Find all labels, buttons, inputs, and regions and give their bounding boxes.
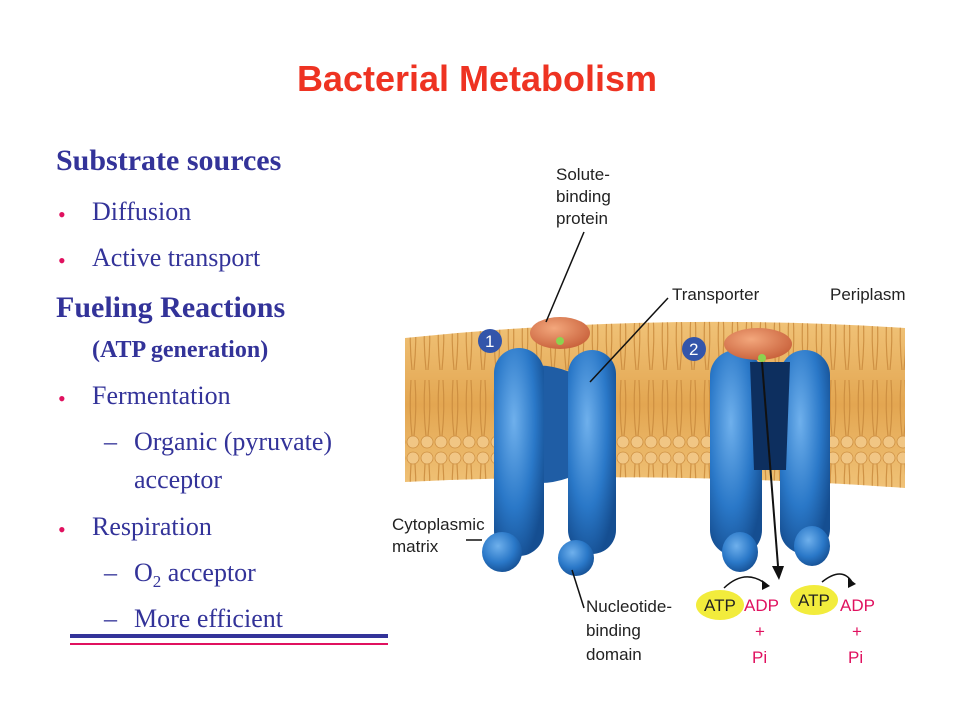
bullet-fermentation: Fermentation	[92, 381, 231, 410]
svg-text:1: 1	[485, 332, 494, 351]
label-binding-2: binding	[586, 621, 641, 640]
dash-icon: –	[104, 604, 117, 633]
divider-pink	[70, 643, 388, 645]
bullet-icon: •	[58, 202, 66, 227]
sub-o2-acceptor: O2 acceptor	[134, 558, 256, 592]
bullet-diffusion: Diffusion	[92, 197, 192, 226]
step-1-badge	[478, 329, 502, 353]
slide-title: Bacterial Metabolism	[296, 58, 658, 99]
label-matrix: matrix	[392, 537, 439, 556]
dash-icon: –	[104, 427, 117, 456]
sub-more-efficient: More efficient	[134, 604, 283, 633]
atp-badge-1	[696, 590, 744, 620]
solute-binding-protein	[530, 317, 590, 349]
label-periplasm: Periplasm	[830, 285, 906, 304]
heading-substrate-sources: Substrate sources	[56, 144, 282, 177]
label-solute: Solute-	[556, 165, 610, 184]
dash-icon: –	[104, 558, 117, 587]
label-protein: protein	[556, 209, 608, 228]
svg-text:ATP: ATP	[798, 591, 830, 610]
svg-text:+: +	[755, 622, 765, 641]
label-domain: domain	[586, 645, 642, 664]
svg-text:ADP: ADP	[840, 596, 875, 615]
transporter-2	[710, 350, 830, 572]
bullet-icon: •	[58, 386, 66, 411]
heading-atp-generation: (ATP generation)	[92, 337, 269, 363]
svg-text:Pi: Pi	[848, 648, 863, 667]
atp-badge-2	[790, 585, 838, 615]
svg-text:Pi: Pi	[752, 648, 767, 667]
bullet-respiration: Respiration	[92, 512, 212, 541]
solute-path-arrow	[761, 361, 779, 567]
transporter-1	[482, 348, 616, 576]
solute-binding-protein-2	[724, 328, 792, 360]
divider-blue	[70, 634, 388, 638]
bullet-icon: •	[58, 517, 66, 542]
svg-text:+: +	[852, 622, 862, 641]
label-cytoplasmic: Cytoplasmic	[392, 515, 485, 534]
label-nucleotide: Nucleotide-	[586, 597, 672, 616]
svg-text:2: 2	[689, 340, 698, 359]
bullet-icon: •	[58, 248, 66, 273]
sub-organic-pyruvate: Organic (pyruvate)	[134, 427, 333, 456]
step-2-badge	[682, 337, 706, 361]
label-binding: binding	[556, 187, 611, 206]
heading-fueling-reactions: Fueling Reactions	[56, 291, 286, 324]
svg-text:ATP: ATP	[704, 596, 736, 615]
svg-text:ADP: ADP	[744, 596, 779, 615]
sub-acceptor: acceptor	[134, 465, 223, 494]
label-transporter: Transporter	[672, 285, 760, 304]
bullet-active-transport: Active transport	[92, 243, 261, 272]
